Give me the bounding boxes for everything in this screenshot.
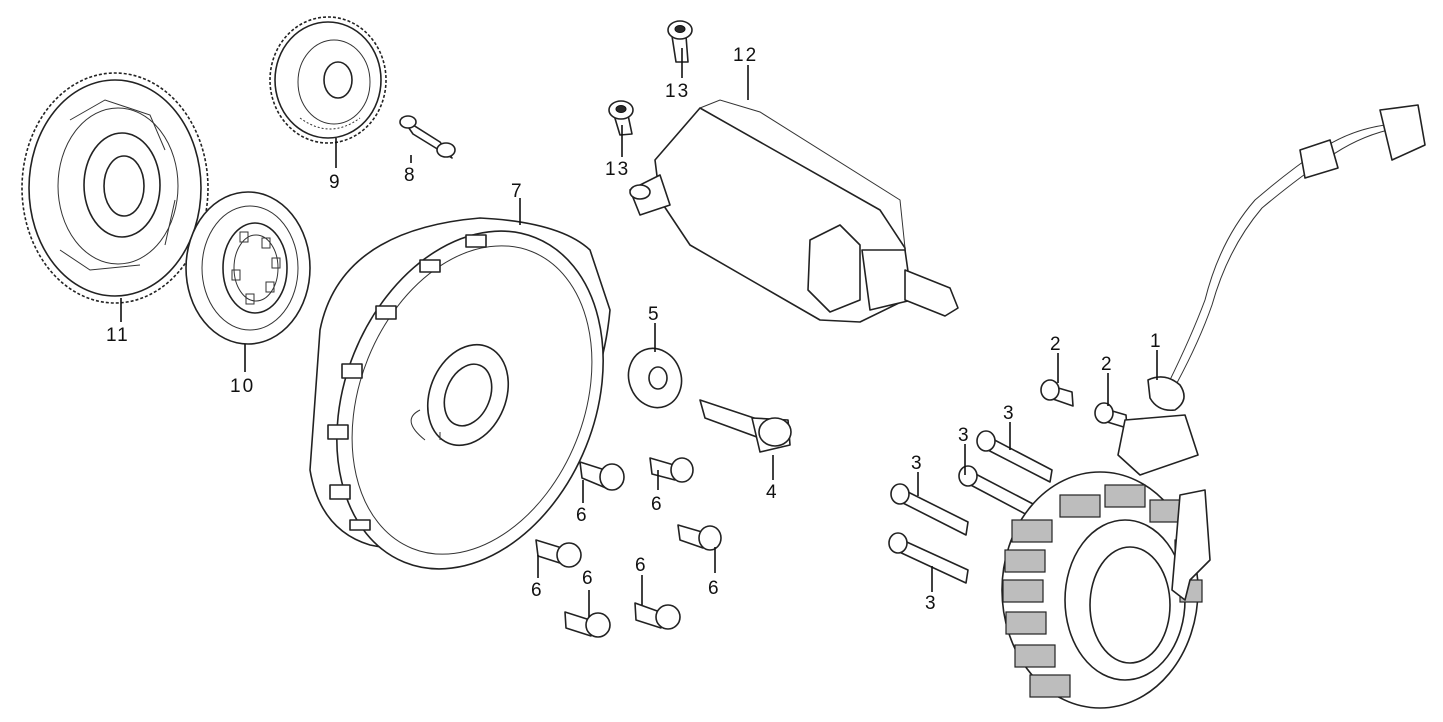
stator-coil-assembly	[1001, 104, 1426, 709]
bolt-6b	[649, 457, 694, 483]
flywheel-bolt	[699, 399, 792, 453]
leader-lines	[120, 48, 1158, 617]
callout-6: 6	[635, 555, 648, 576]
bolt-6e	[564, 611, 611, 638]
idle-gear-shaft	[399, 115, 456, 159]
starter-bolt-lower	[608, 100, 634, 136]
callout-5: 5	[648, 304, 661, 325]
starter-motor	[629, 99, 959, 323]
callout-12: 12	[733, 45, 758, 66]
callout-8: 8	[404, 165, 417, 186]
callout-13: 13	[605, 159, 630, 180]
flywheel-rotor	[309, 217, 611, 570]
bolt-6f	[634, 602, 681, 630]
callout-3: 3	[958, 425, 971, 446]
callout-6: 6	[651, 494, 664, 515]
bolt-6a	[579, 461, 625, 491]
callout-2: 2	[1101, 354, 1114, 375]
callout-13: 13	[665, 81, 690, 102]
callout-7: 7	[511, 181, 524, 202]
starter-idle-gear	[269, 16, 387, 144]
callout-labels: 1 2 2 3 3 3 3 4 5 6 6 6 6 6 6 7 8 9 10 1…	[106, 45, 1163, 614]
callout-3: 3	[925, 593, 938, 614]
stator-bolts	[888, 430, 1053, 584]
starter-bolt-upper	[667, 20, 693, 63]
callout-3: 3	[1003, 403, 1016, 424]
callout-4: 4	[766, 482, 779, 503]
one-way-clutch-bolts	[535, 457, 722, 638]
one-way-clutch	[185, 191, 311, 345]
callout-3: 3	[911, 453, 924, 474]
callout-1: 1	[1150, 331, 1163, 352]
pulser-bolts	[1040, 379, 1128, 429]
callout-11: 11	[106, 325, 130, 346]
washer	[627, 347, 683, 409]
bolt-6d	[535, 539, 582, 568]
callout-6: 6	[531, 580, 544, 601]
callout-2: 2	[1050, 334, 1063, 355]
starter-driven-gear	[21, 72, 209, 304]
callout-6: 6	[576, 505, 589, 526]
callout-9: 9	[329, 172, 342, 193]
callout-6: 6	[582, 568, 595, 589]
bolt-6c	[677, 524, 722, 551]
callout-10: 10	[230, 376, 255, 397]
callout-6: 6	[708, 578, 721, 599]
